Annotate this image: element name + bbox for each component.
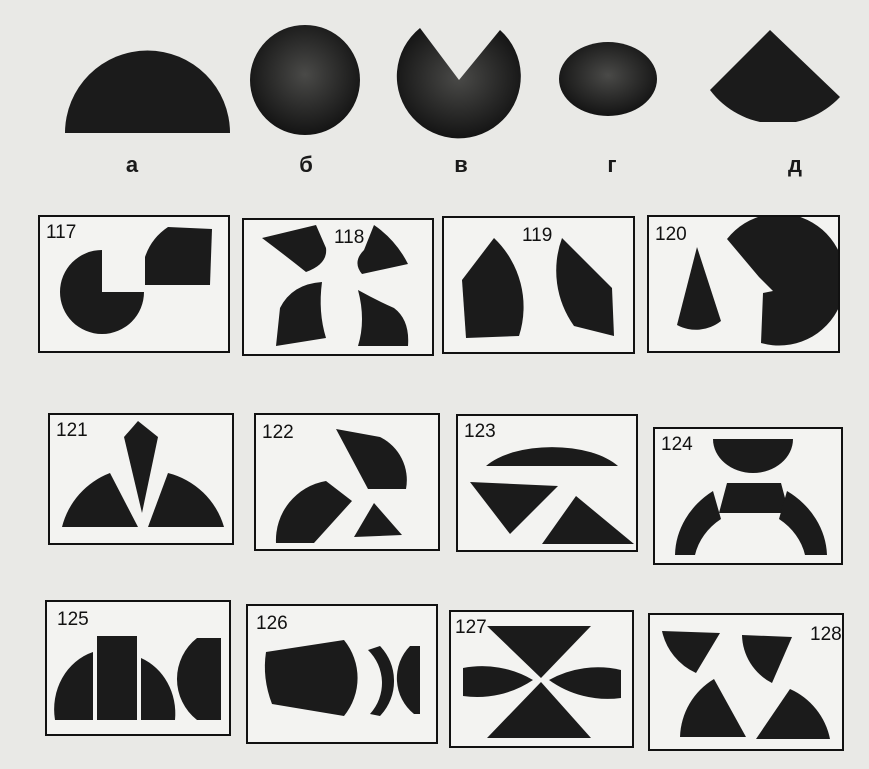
puzzle-panel-123: 123 <box>456 414 638 552</box>
curved-piece <box>276 481 352 543</box>
puzzle-panel-121: 121 <box>48 413 234 545</box>
notched-disc-piece <box>727 217 838 346</box>
puzzle-panel-120: 120 <box>647 215 840 353</box>
trapezoid-piece <box>719 483 789 513</box>
curved-piece <box>276 282 326 346</box>
panel-number: 121 <box>56 421 88 440</box>
panel-number: 125 <box>57 610 89 629</box>
rectangle-piece <box>97 636 137 720</box>
curved-trapezoid-piece <box>265 640 358 716</box>
fan-piece <box>549 667 621 699</box>
puzzle-panel-128: 128 <box>648 613 844 751</box>
shape-label-v: в <box>441 152 481 178</box>
puzzle-panel-119: 119 <box>442 216 635 354</box>
sector-piece <box>680 679 746 737</box>
panel-number: 127 <box>455 618 487 637</box>
panel-number: 119 <box>522 226 552 245</box>
curved-piece <box>262 225 326 272</box>
arc-piece <box>779 491 827 555</box>
panel-number: 123 <box>464 422 496 441</box>
semicircle-piece <box>713 439 793 473</box>
curved-piece <box>357 225 408 274</box>
sector-piece <box>662 631 720 673</box>
quarter-disc-piece <box>145 227 212 285</box>
panel-number: 120 <box>655 225 687 244</box>
sector-piece <box>148 473 224 527</box>
sector-piece <box>756 689 830 739</box>
puzzle-panel-122: 122 <box>254 413 440 551</box>
triangle-sector-piece <box>677 247 721 330</box>
quarter-disc-piece <box>54 652 93 720</box>
crescent-piece <box>462 238 524 338</box>
puzzle-panel-118: 118 <box>242 218 434 356</box>
panel-number: 122 <box>262 423 294 442</box>
sector-piece <box>62 473 138 527</box>
segment-piece <box>177 638 221 720</box>
crescent-piece <box>368 646 394 716</box>
panel-number: 126 <box>256 614 288 633</box>
lens-piece <box>397 646 420 714</box>
ellipse-shape <box>556 38 661 120</box>
panel-number: 124 <box>661 435 693 454</box>
triangle-piece <box>470 482 558 534</box>
panel-number: 118 <box>334 228 364 247</box>
puzzle-panel-127: 127 <box>449 610 634 748</box>
notched-circle-shape <box>392 18 527 148</box>
puzzle-panel-126: 126 <box>246 604 438 744</box>
semicircle-piece <box>486 447 618 466</box>
circle-shape <box>245 20 365 140</box>
crescent-piece <box>556 238 614 336</box>
curved-piece <box>358 290 408 346</box>
shape-label-a: а <box>112 152 152 178</box>
shape-label-g: г <box>592 152 632 178</box>
puzzle-panel-117: 117 <box>38 215 230 353</box>
three-quarter-disc-piece <box>60 250 144 334</box>
fan-piece <box>463 666 533 697</box>
parallelogram-piece <box>336 429 407 489</box>
semicircle-shape <box>60 45 235 140</box>
sector-piece <box>742 635 792 683</box>
puzzle-panel-124: 124 <box>653 427 843 565</box>
kite-piece <box>124 421 158 513</box>
sector-shape <box>700 22 850 122</box>
shape-label-d: д <box>775 152 815 178</box>
panel-number: 117 <box>46 223 76 242</box>
triangle-piece <box>542 496 634 544</box>
shape-label-b: б <box>286 152 326 178</box>
quarter-disc-piece <box>141 658 175 720</box>
puzzle-panel-125: 125 <box>45 600 231 736</box>
arc-piece <box>675 491 721 555</box>
sector-piece <box>354 503 402 537</box>
panel-number: 128 <box>810 625 842 644</box>
